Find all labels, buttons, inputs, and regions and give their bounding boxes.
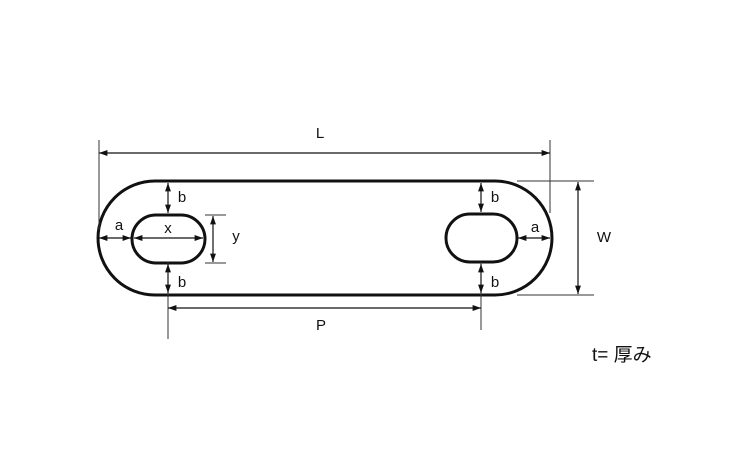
thickness-note: t= 厚み — [592, 345, 652, 366]
label-x: x — [164, 220, 172, 237]
label-y: y — [232, 228, 240, 245]
label-a-right: a — [531, 219, 540, 236]
label-b-left-bottom: b — [178, 274, 186, 291]
label-b-left-top: b — [178, 189, 186, 206]
label-b-right-bottom: b — [491, 274, 499, 291]
label-l: L — [316, 125, 324, 142]
label-b-right-top: b — [491, 189, 499, 206]
label-p: P — [316, 317, 326, 334]
label-w: W — [597, 229, 612, 246]
right-slot — [444, 212, 519, 264]
plate-outline — [96, 179, 554, 297]
label-a-left: a — [115, 217, 124, 234]
